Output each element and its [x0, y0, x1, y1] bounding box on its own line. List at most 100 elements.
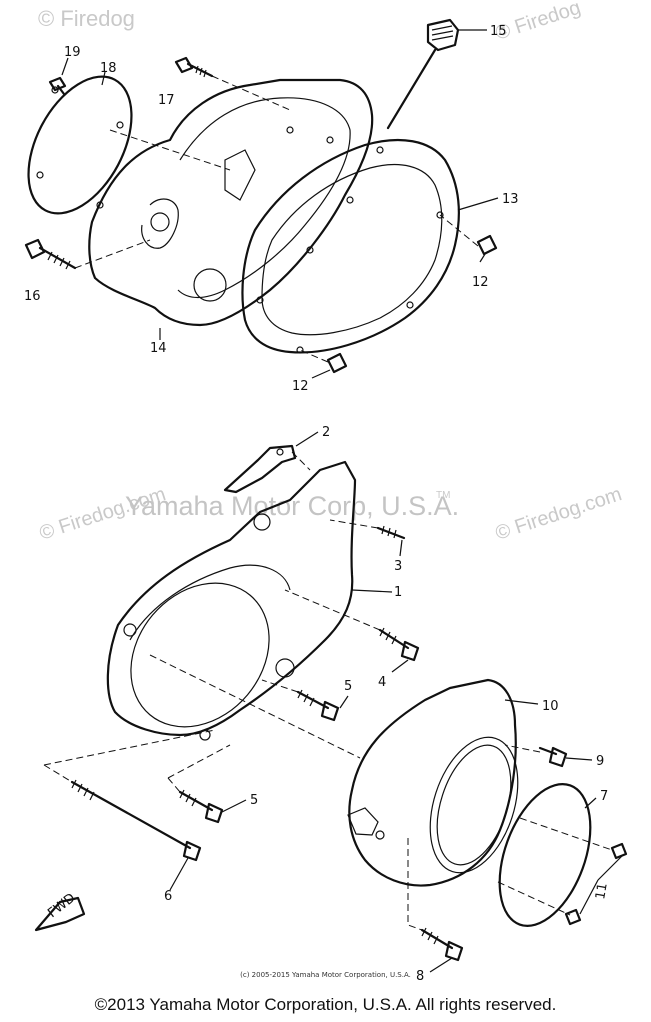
leader-13 — [457, 197, 499, 211]
part-14-crankcase-cover — [88, 78, 374, 327]
alignment-line-9 — [504, 744, 541, 753]
part-1-rim — [129, 564, 291, 641]
part-18-round-gasket — [27, 75, 133, 215]
alignment-line-18 — [109, 129, 231, 171]
callout-16: 16 — [24, 289, 41, 304]
part-10-mount-hole — [375, 830, 385, 840]
part-5-bolt-upper — [296, 690, 340, 722]
part-10-tab — [347, 807, 379, 836]
part-8-threads — [421, 927, 439, 945]
alignment-line-2 — [291, 451, 311, 471]
part-14-bolt-hole-1 — [286, 126, 294, 134]
part-15-cap-threads — [431, 25, 454, 41]
part-11-screw-lower — [564, 908, 582, 926]
alignment-line-center — [149, 654, 361, 759]
callout-15: 15 — [490, 24, 507, 39]
part-4-threads — [379, 627, 397, 645]
part-18-hole-c — [36, 171, 44, 179]
part-7-cover-plate — [498, 783, 592, 927]
callout-9: 9 — [596, 754, 604, 769]
callout-5-upper: 5 — [344, 679, 352, 694]
leader-7 — [584, 797, 597, 809]
callout-7: 7 — [600, 789, 608, 804]
callout-13: 13 — [502, 192, 519, 207]
part-15-dipstick-cap — [426, 18, 460, 52]
alignment-line-12a — [439, 214, 479, 247]
part-16-bolt — [24, 238, 77, 270]
part-3-threads — [381, 525, 397, 539]
leader-12-lower — [311, 369, 331, 379]
callout-14: 14 — [150, 341, 167, 356]
part-9-screw — [538, 746, 568, 768]
part-14-bolt-hole-2 — [326, 136, 334, 144]
fwd-arrow-label: FWD — [45, 891, 78, 922]
part-17-threads — [195, 65, 207, 78]
callout-4: 4 — [378, 675, 386, 690]
callout-17: 17 — [158, 93, 175, 108]
part-5-bolt-lower — [178, 790, 224, 824]
part-1-inner-opening — [130, 582, 270, 728]
part-13-hole-4 — [296, 346, 304, 354]
part-2-hole — [276, 448, 284, 456]
leader-3 — [399, 539, 403, 557]
watermark-top-left: © Firedog — [38, 6, 135, 31]
part-13-hole-5 — [256, 296, 264, 304]
watermark-mid-right: © Firedog.com — [493, 483, 625, 545]
copyright-notice: ©2013 Yamaha Motor Corporation, U.S.A. A… — [94, 995, 557, 1014]
part-14-bore — [193, 268, 227, 302]
part-16-threads — [47, 251, 71, 270]
callout-8: 8 — [416, 969, 424, 984]
part-10-opening-rim — [436, 744, 512, 866]
leader-4 — [391, 659, 409, 673]
part-12-dowel-lower — [326, 352, 348, 374]
leader-2 — [295, 431, 319, 447]
part-6-long-stud — [70, 780, 202, 862]
part-1-mount-2 — [275, 658, 295, 678]
fine-print-copyright: (c) 2005-2015 Yamaha Motor Corporation, … — [240, 971, 411, 979]
callout-12-lower: 12 — [292, 379, 309, 394]
part-19-screw — [48, 76, 67, 96]
callout-6: 6 — [164, 889, 172, 904]
part-12-dowel-upper — [476, 234, 498, 256]
alignment-line-4 — [284, 589, 381, 631]
alignment-line-17 — [211, 75, 291, 111]
part-1-mount-1 — [123, 623, 137, 637]
part-1-boss — [253, 513, 271, 531]
part-14-bolt-hole-4 — [306, 246, 314, 254]
watermark-trademark: TM — [436, 490, 450, 501]
part-2-bracket — [223, 444, 297, 494]
part-14-boss-hole — [150, 212, 170, 232]
alignment-line-12b — [299, 349, 329, 363]
fwd-arrow-icon — [34, 896, 86, 932]
part-13-hole-3 — [406, 301, 414, 309]
part-14-rib — [224, 149, 256, 201]
leader-6 — [169, 857, 189, 891]
leader-11 — [579, 855, 623, 915]
leader-18 — [101, 71, 106, 86]
callout-3: 3 — [394, 559, 402, 574]
alignment-line-6 — [43, 729, 216, 766]
part-5-upper-threads — [297, 689, 315, 707]
part-10-flywheel-cover — [348, 678, 517, 887]
callout-11: 11 — [593, 882, 611, 901]
callout-12-upper: 12 — [472, 275, 489, 290]
leader-19 — [61, 57, 69, 76]
leader-1 — [351, 589, 393, 593]
alignment-line-6-drop — [43, 764, 73, 783]
part-3-pin — [376, 526, 406, 540]
callout-1: 1 — [394, 585, 402, 600]
part-13-hole-1 — [376, 146, 384, 154]
part-4-bolt — [378, 628, 420, 662]
part-1-mount-3 — [199, 729, 211, 741]
part-1-crankcase-cover — [106, 460, 357, 737]
alignment-line-16 — [74, 239, 151, 269]
leader-10 — [504, 699, 539, 705]
watermark-manufacturer: Yamaha Motor Corp, U.S.A. — [125, 491, 459, 521]
part-10-opening — [429, 736, 519, 874]
leader-8 — [429, 957, 453, 973]
part-18-hole-b — [116, 121, 124, 129]
part-17-bolt — [174, 56, 214, 78]
callout-2: 2 — [322, 425, 330, 440]
callout-10: 10 — [542, 699, 559, 714]
